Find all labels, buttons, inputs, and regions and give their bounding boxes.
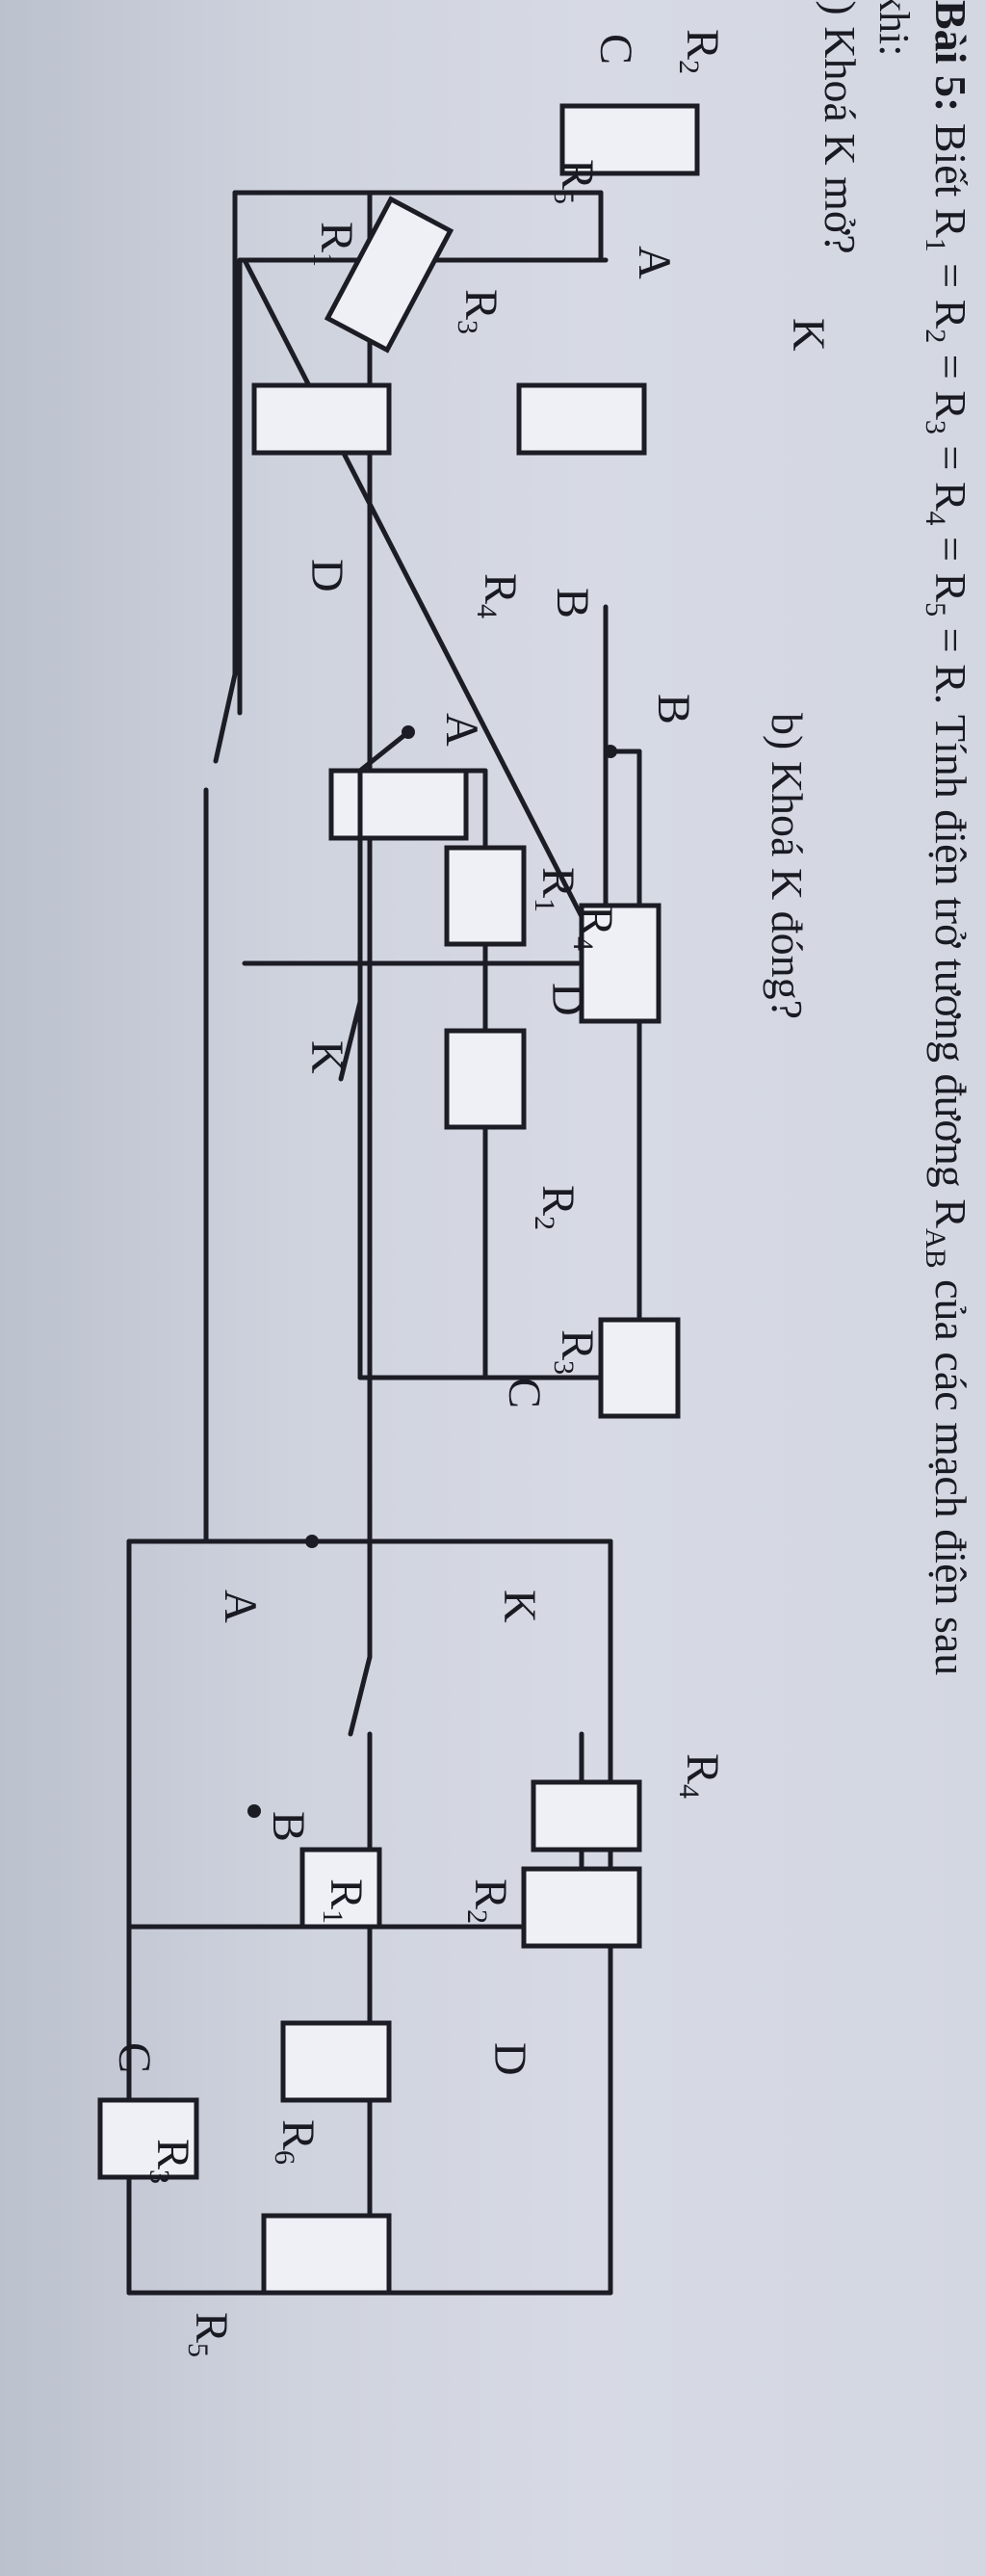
c2-label-C: C: [499, 1378, 550, 1408]
c3-label-R2: R2: [461, 1879, 516, 1924]
c3-resistor-R4: [531, 1779, 642, 1853]
c1-label-C: C: [590, 34, 641, 65]
c1-resistor-R1: [251, 382, 392, 456]
circuit-2: B A R1 D R2 R4 R3 C K: [301, 694, 699, 1419]
c3-label-B: B: [263, 1811, 314, 1842]
c2-label-B: B: [648, 694, 699, 724]
c1-label-B: B: [547, 588, 598, 618]
c3-resistor-R6: [280, 2020, 392, 2103]
c1-label-K: K: [783, 318, 834, 352]
circuit-1: R2 A C R1 R5 R3 D B R4 K: [203, 29, 834, 1544]
c3-label-R4: R4: [673, 1753, 728, 1799]
c2-label-R1: R1: [529, 867, 584, 912]
circuit-3: R4 A K B R1 R2 C R3 R6 D R5: [97, 1535, 728, 2357]
c1-label-R2: R2: [673, 29, 728, 74]
c2-label-A: A: [436, 713, 487, 747]
c2-resistor-R4: [579, 903, 662, 1024]
c3-terminal-B: [247, 1804, 261, 1818]
c2-label-R3: R3: [548, 1329, 603, 1375]
c2-terminal-A: [402, 725, 415, 739]
c1-label-R4: R4: [471, 573, 526, 618]
c3-switch-K: [348, 1654, 373, 1737]
c3-label-A: A: [215, 1590, 266, 1623]
c3-label-R5: R5: [182, 2312, 237, 2357]
c2-wire-A-lead: [357, 729, 411, 774]
c1-switch-K: [213, 671, 238, 764]
c3-resistor-R2: [299, 1847, 382, 1930]
c1-resistor-R4: [328, 768, 469, 841]
c2-label-K: K: [301, 1040, 352, 1074]
c3-resistor-R1: [521, 1866, 642, 1949]
c3-label-K: K: [494, 1590, 545, 1623]
c3-label-R6: R6: [269, 2119, 324, 2165]
c3-label-D: D: [484, 2042, 535, 2076]
c2-terminal-B: [604, 745, 617, 758]
c1-label-R1: R1: [307, 222, 362, 267]
c1-label-A: A: [629, 246, 680, 279]
c1-label-R3: R3: [452, 289, 506, 334]
c1-label-R5: R5: [548, 159, 603, 204]
c2-resistor-R1: [444, 845, 527, 947]
c2-label-D: D: [542, 983, 593, 1016]
c1-resistor-R2: [559, 103, 700, 176]
c2-switch-K: [338, 999, 363, 1082]
c1-resistor-R5: [516, 382, 647, 456]
c3-terminal-A: [305, 1535, 319, 1548]
c1-label-D: D: [301, 559, 352, 592]
c3-label-C: C: [109, 2042, 160, 2073]
c1-wire-R3-diagonal: [242, 257, 609, 966]
c3-resistor-R5: [261, 2213, 392, 2296]
c3-resistor-R3: [97, 2097, 199, 2180]
c2-resistor-R3: [598, 1317, 681, 1419]
c2-label-R2: R2: [529, 1185, 584, 1230]
c2-resistor-R2: [444, 1028, 527, 1130]
c1-resistor-R3: [324, 196, 454, 354]
